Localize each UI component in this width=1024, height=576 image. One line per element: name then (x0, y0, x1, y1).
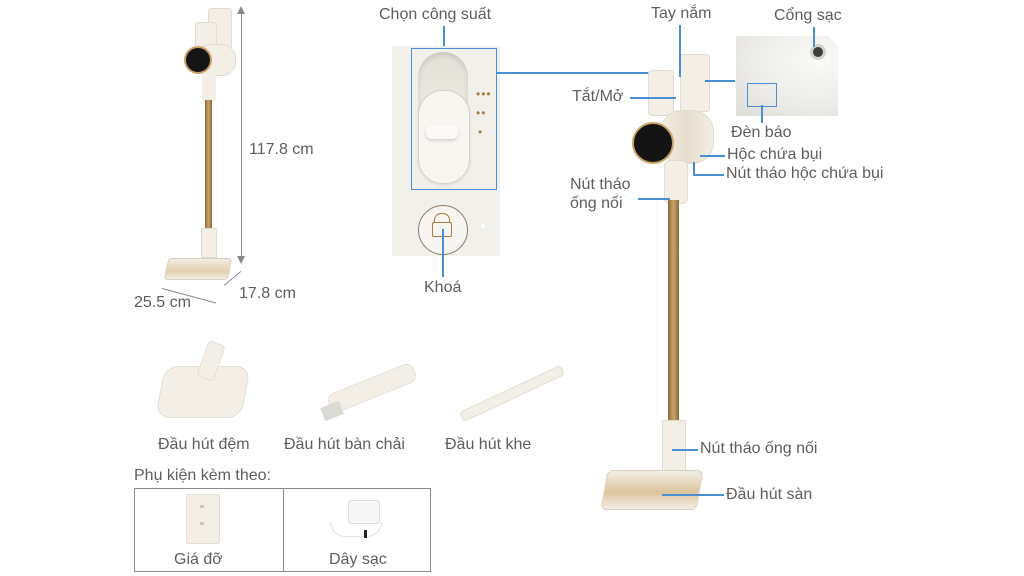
accessories-table (134, 488, 431, 572)
attachment-label-brush: Đầu hút bàn chải (284, 436, 405, 453)
accessory-label-holder: Giá đỡ (174, 551, 223, 568)
on-off-label: Tắt/Mở (572, 88, 624, 105)
arrow-down-icon (237, 256, 245, 264)
on-off-leader (630, 97, 676, 99)
charger-cable (330, 522, 382, 537)
floor-head-label: Đầu hút sàn (726, 486, 813, 503)
floor-head (163, 258, 233, 280)
power-to-main-leader (497, 72, 661, 74)
handle-label: Tay nắm (651, 5, 712, 22)
mount-to-detail-leader (705, 80, 735, 82)
slider-grip (426, 125, 458, 139)
holder-image (186, 494, 220, 544)
power-level-2: •• (476, 106, 487, 120)
lock-icon (434, 213, 450, 223)
indicator-light-label: Đèn báo (731, 124, 792, 141)
floor-head-leader (662, 494, 724, 496)
height-label: 117.8 cm (249, 141, 314, 158)
main-neck (664, 160, 688, 204)
power-level-1: • (478, 125, 483, 139)
indicator-light-highlight (747, 83, 777, 107)
power-select-highlight (411, 48, 497, 190)
indicator-dot (481, 224, 485, 228)
lock-label: Khoá (424, 279, 462, 296)
neck (202, 72, 216, 102)
charge-port-icon (810, 44, 826, 60)
tube (205, 100, 212, 230)
charge-port-label: Cổng sạc (774, 7, 842, 24)
dust-bin-release-leader-v (693, 162, 695, 174)
dust-bin-label: Hộc chứa bụi (727, 146, 823, 163)
charger-tie (364, 530, 367, 538)
tube-release-bottom-label: Nút tháo ống nối (700, 440, 818, 457)
power-select-leader (443, 26, 445, 48)
charger-image (348, 500, 380, 524)
arrow-up-icon (237, 6, 245, 14)
dust-bin-leader (700, 155, 725, 157)
power-select-label: Chọn công suất (379, 6, 492, 23)
crevice-head-image (458, 364, 566, 423)
tube-release-bottom-leader (672, 449, 698, 451)
accessories-divider (283, 489, 284, 571)
accessory-label-charger: Dây sạc (329, 551, 387, 568)
power-level-3: ••• (476, 87, 492, 101)
width-label: 25.5 cm (134, 294, 191, 311)
tube-release-top-leader (638, 198, 670, 200)
main-handle (648, 70, 674, 116)
main-tube (668, 200, 679, 422)
tube-release-top-label-2: ống nối (570, 195, 623, 212)
accessories-title: Phụ kiện kèm theo: (134, 467, 271, 484)
dust-bin-release-leader-h (693, 174, 724, 176)
display-icon (184, 46, 212, 74)
height-dimension-line (241, 10, 242, 260)
holder-hole-1 (200, 505, 204, 508)
indicator-light-leader (761, 105, 763, 123)
dust-bin-release-label: Nút tháo hộc chứa bụi (726, 165, 884, 182)
main-floor-head (600, 470, 704, 510)
main-lower-connector (662, 420, 686, 472)
holder-hole-2 (200, 522, 204, 525)
main-wall-mount (680, 54, 710, 112)
lock-leader (442, 229, 444, 277)
charge-port-leader (813, 27, 815, 47)
attachment-label-crevice: Đầu hút khe (445, 436, 532, 453)
lower-connector (201, 228, 217, 258)
attachment-label-mattress: Đầu hút đệm (158, 436, 250, 453)
depth-label: 17.8 cm (239, 285, 296, 302)
tube-release-top-label-1: Nút tháo (570, 176, 631, 193)
handle-leader (679, 25, 681, 77)
main-display-icon (632, 122, 674, 164)
